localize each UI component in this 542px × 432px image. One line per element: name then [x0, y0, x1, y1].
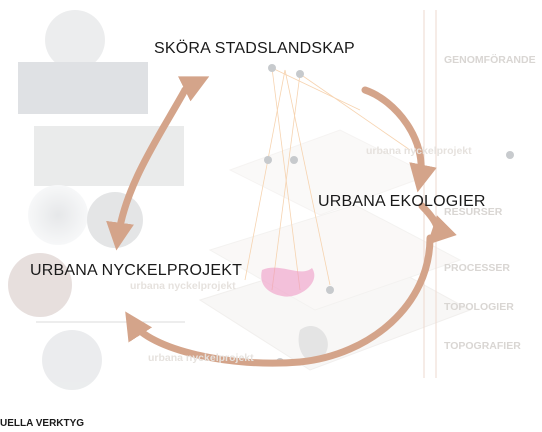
label-skora-stadslandskap: SKÖRA STADSLANDSKAP: [154, 40, 355, 57]
photo-circle-4: [8, 253, 72, 317]
magenta-cluster: [261, 267, 315, 297]
photo-circle-2: [28, 185, 88, 245]
arrow-right-to-left: [125, 234, 434, 367]
cycle-arrows: [106, 76, 457, 367]
arrow-top-to-left: [106, 86, 189, 251]
photo-rect-1: [18, 62, 148, 114]
network-lines: [244, 67, 411, 291]
ghost-title-right: urbana nyckelprojekt: [366, 145, 472, 157]
photo-circle-1: [45, 10, 105, 70]
arrow-to-right-node: [418, 202, 457, 245]
right-axes: [423, 10, 437, 378]
arrow-to-top-node: [177, 76, 210, 102]
background-photo-strip: [8, 10, 185, 390]
label-urbana-ekologier: URBANA EKOLOGIER: [318, 193, 486, 210]
arrow-top-to-right: [361, 86, 437, 193]
gray-cluster: [298, 326, 328, 362]
footer-verktyg-label: UELLA VERKTYG: [0, 418, 85, 429]
ghost-title-bottom: urbana nyckelprojekt: [148, 352, 254, 364]
background-map-layers: [198, 64, 514, 371]
ghost-title-left: urbana nyckelprojekt: [130, 280, 236, 292]
photo-circle-5: [42, 330, 102, 390]
heading-genomforande: GENOMFÖRANDE: [444, 54, 536, 66]
heading-processer: PROCESSER: [444, 262, 510, 274]
heading-resurser: RESURSER: [444, 206, 503, 218]
label-urbana-nyckelprojekt: URBANA NYCKELPROJEKT: [30, 262, 243, 279]
heading-topologier: TOPOLOGIER: [444, 301, 514, 313]
heading-topografier: TOPOGRAFIER: [444, 340, 521, 352]
